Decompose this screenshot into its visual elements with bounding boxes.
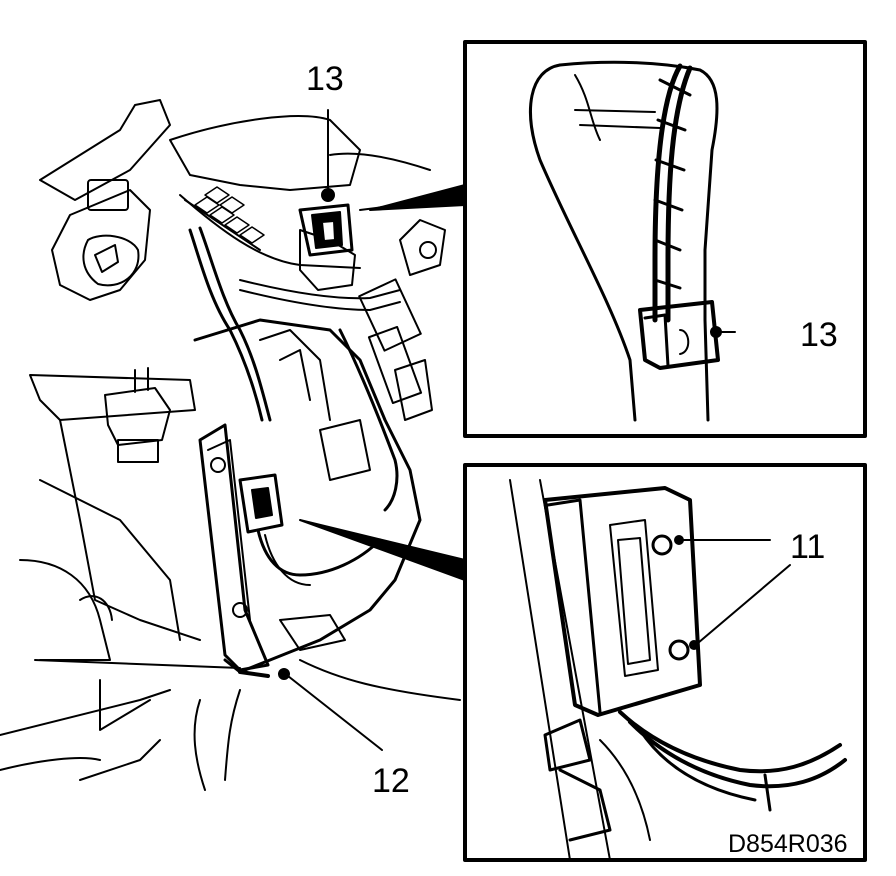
inset-bottom-view xyxy=(463,463,867,862)
callout-label-13-inset: 13 xyxy=(800,316,838,354)
reference-code: D854R036 xyxy=(728,830,848,858)
main-assembly-view xyxy=(0,99,466,791)
inset-top-view xyxy=(463,40,867,438)
callout-label-12-main: 12 xyxy=(372,762,410,800)
callout-label-13-main: 13 xyxy=(306,60,344,98)
callout-label-11-inset: 11 xyxy=(790,528,826,566)
